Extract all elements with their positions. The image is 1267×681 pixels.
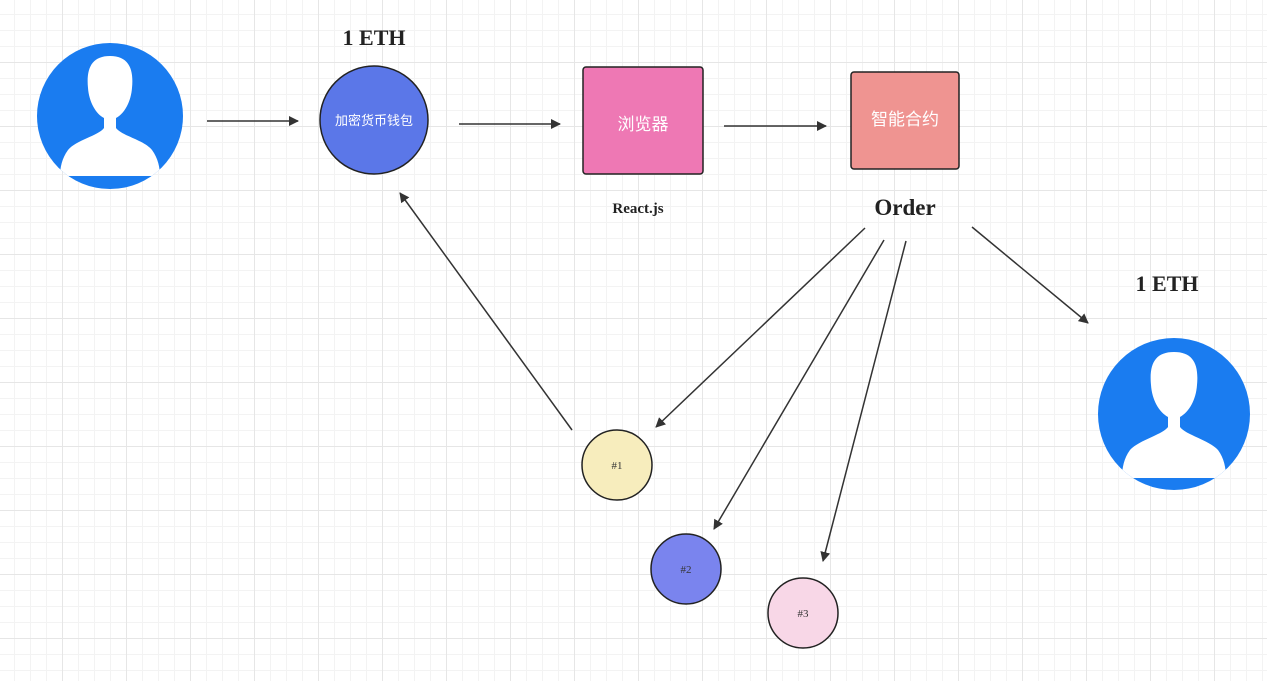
browser-box	[582, 66, 704, 175]
contract-box	[850, 71, 960, 170]
user-avatar-icon	[60, 56, 160, 176]
browser-caption: React.js	[612, 201, 663, 217]
arrow-contract-to-seller	[971, 226, 1089, 324]
user-avatar-icon	[1122, 352, 1226, 478]
wallet-node[interactable]: 1 ETH 加密货币钱包	[319, 25, 429, 175]
seller-node[interactable]: 1 ETH	[1098, 271, 1250, 490]
arrow-contract-to-order1	[655, 227, 866, 428]
order-circle-3	[767, 577, 839, 649]
arrow-contract-to-order3	[820, 240, 907, 562]
browser-label: 浏览器	[618, 115, 669, 135]
order-label-2: #2	[681, 564, 692, 576]
order-label-1: #1	[612, 460, 623, 472]
wallet-amount: 1 ETH	[343, 25, 406, 50]
order-node-3[interactable]: #3	[767, 577, 839, 649]
order-node-1[interactable]: #1	[581, 429, 653, 501]
browser-node[interactable]: 浏览器 React.js	[582, 66, 704, 217]
contract-caption: Order	[874, 195, 935, 220]
order-node-2[interactable]: #2	[650, 533, 722, 605]
order-circle-2	[650, 533, 722, 605]
buyer-node[interactable]	[37, 43, 183, 189]
seller-amount: 1 ETH	[1136, 271, 1199, 296]
contract-label: 智能合约	[871, 110, 939, 130]
order-label-3: #3	[798, 608, 810, 620]
arrow-contract-to-order2	[713, 239, 885, 530]
wallet-label: 加密货币钱包	[335, 113, 413, 129]
contract-node[interactable]: 智能合约 Order	[850, 71, 960, 220]
order-circle-1	[581, 429, 653, 501]
wallet-circle	[319, 65, 429, 175]
arrow-order1-to-wallet	[399, 192, 573, 431]
